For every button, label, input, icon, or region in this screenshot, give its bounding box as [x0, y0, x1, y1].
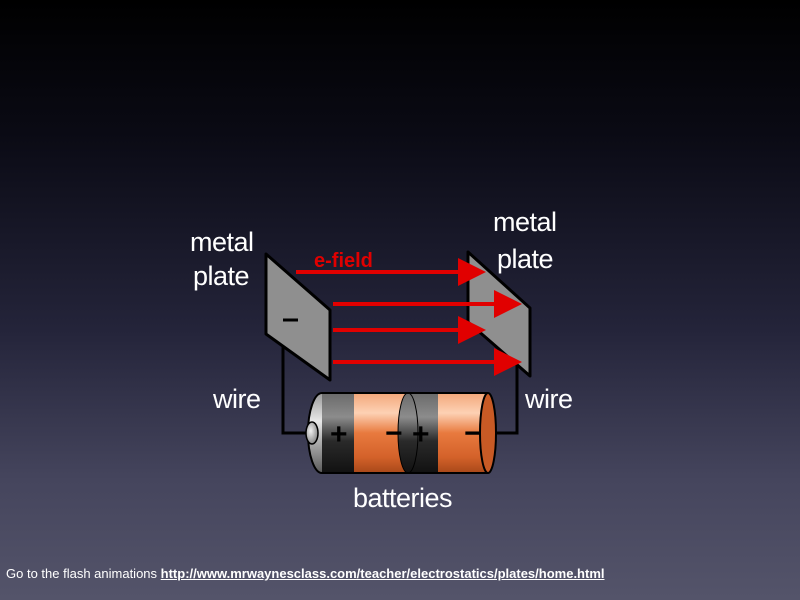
battery-1-minus-sign: − [385, 417, 403, 450]
batteries-label: batteries [353, 483, 452, 513]
batteries-group: + − + − [305, 392, 497, 474]
right-plate-label-line2: plate [497, 244, 553, 274]
battery-2-plus-sign: + [412, 418, 430, 451]
right-plate-label-line1: metal [493, 207, 557, 237]
footer-text: Go to the flash animations [6, 566, 161, 581]
left-plate-label-line2: plate [193, 261, 249, 291]
wire-right-label: wire [524, 384, 573, 414]
footer-note: Go to the flash animations http://www.mr… [6, 566, 605, 581]
battery-1-terminal-nub [305, 421, 319, 445]
left-plate-label-line1: metal [190, 227, 254, 257]
battery-1-band [322, 393, 354, 473]
battery-1-plus-sign: + [330, 418, 348, 451]
wire-left-label: wire [212, 384, 261, 414]
battery-2-minus-sign: − [464, 417, 482, 450]
efield-label: e-field [314, 250, 373, 272]
wire-right-path [488, 358, 519, 435]
battery-2-end [479, 392, 497, 474]
left-metal-plate [264, 252, 332, 382]
footer-link[interactable]: http://www.mrwaynesclass.com/teacher/ele… [160, 566, 605, 581]
